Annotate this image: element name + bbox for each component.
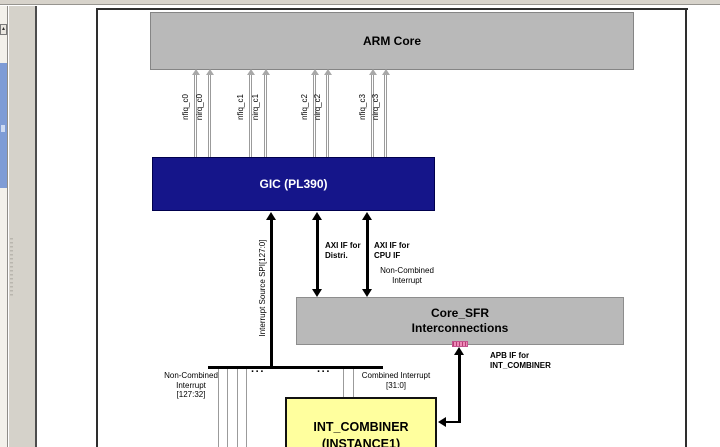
interrupt-line <box>353 369 354 397</box>
core-sfr-label: Core_SFR Interconnections <box>411 306 509 335</box>
interrupt-bus-bar <box>208 366 383 369</box>
figure-border-left <box>96 8 98 447</box>
arrow-up-icon <box>266 212 276 220</box>
thumbnail-page-icon <box>1 125 5 132</box>
non-combined-interrupt-label: Non-Combined Interrupt [127:32] <box>164 371 218 399</box>
pink-highlight-annotation <box>452 341 468 347</box>
panel-splitter[interactable] <box>9 6 35 447</box>
apb-label: APB IF for INT_COMBINER <box>490 351 551 370</box>
non-combined-small-label: Non-Combined Interrupt <box>380 266 434 285</box>
arm-core-label: ARM Core <box>362 34 421 48</box>
interrupt-line <box>343 369 344 397</box>
interrupt-line <box>246 369 247 447</box>
signal-line <box>249 75 252 157</box>
arrow-left-icon <box>438 417 446 427</box>
signal-label: nfiq_c3 <box>358 94 367 120</box>
arrow-up-icon <box>454 347 464 355</box>
signal-label: nirq_c2 <box>313 93 322 121</box>
arrow-up-icon <box>362 212 372 220</box>
signal-line <box>208 75 211 157</box>
interrupt-source-line <box>270 219 273 368</box>
splitter-grip-icon <box>10 238 13 296</box>
axi-distri-label: AXI IF for Distri. <box>325 241 361 260</box>
arrow-up-icon <box>382 69 390 75</box>
figure-border-right <box>685 8 687 447</box>
arrow-down-icon <box>362 289 372 297</box>
apb-arrow-vertical <box>458 354 461 423</box>
signal-label: nirq_c0 <box>195 93 204 121</box>
signal-label: nfiq_c0 <box>181 94 190 120</box>
gic-label: GIC (PL390) <box>259 177 328 191</box>
interrupt-line <box>237 369 238 447</box>
ellipsis: ··· <box>251 366 265 378</box>
int-combiner-label: INT_COMBINER (INSTANCE1) <box>313 420 409 447</box>
signal-label: nirq_c3 <box>371 93 380 121</box>
signal-line <box>384 75 387 157</box>
interrupt-line <box>227 369 228 447</box>
ellipsis: ··· <box>317 366 331 378</box>
arrow-up-icon <box>192 69 200 75</box>
chevron-up-icon: ▴ <box>1 26 5 32</box>
interrupt-line <box>218 369 219 447</box>
core-sfr-box: Core_SFR Interconnections <box>296 297 624 345</box>
arrow-up-icon <box>206 69 214 75</box>
axi-cpu-arrow <box>366 219 369 290</box>
signal-line <box>371 75 374 157</box>
arrow-up-icon <box>311 69 319 75</box>
arrow-down-icon <box>312 289 322 297</box>
signal-line <box>194 75 197 157</box>
signal-line <box>326 75 329 157</box>
arrow-up-icon <box>369 69 377 75</box>
selected-thumbnail[interactable] <box>0 63 7 188</box>
panel-divider <box>35 6 37 447</box>
scroll-up-button[interactable]: ▴ <box>0 24 7 35</box>
toolbar-bottom-edge <box>0 0 720 5</box>
axi-cpu-label: AXI IF for CPU IF <box>374 241 410 260</box>
apb-arrow-horizontal <box>445 420 460 423</box>
sidebar-panel: ▴ <box>0 6 8 447</box>
arrow-up-icon <box>312 212 322 220</box>
signal-label: nirq_c1 <box>251 93 260 121</box>
combined-interrupt-label: Combined Interrupt [31:0] <box>361 371 431 390</box>
axi-distri-arrow <box>316 219 319 290</box>
arrow-up-icon <box>324 69 332 75</box>
signal-label: nfiq_c2 <box>300 94 309 120</box>
figure-border-top <box>96 8 688 10</box>
interrupt-source-label: Interrupt Source SPI[127:0] <box>258 239 267 337</box>
int-combiner-box: INT_COMBINER (INSTANCE1) <box>285 397 437 447</box>
signal-line <box>264 75 267 157</box>
arrow-up-icon <box>247 69 255 75</box>
arm-core-box: ARM Core <box>150 12 634 70</box>
signal-label: nfiq_c1 <box>236 94 245 120</box>
gic-box: GIC (PL390) <box>152 157 435 211</box>
arrow-up-icon <box>262 69 270 75</box>
signal-line <box>313 75 316 157</box>
